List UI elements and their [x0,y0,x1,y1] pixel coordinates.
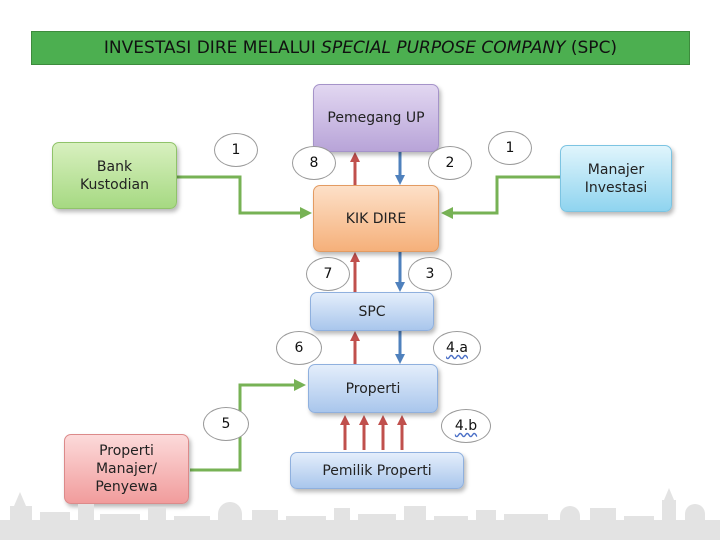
title-prefix: INVESTASI DIRE MELALUI [103,38,322,58]
step-label-1-manajer: 1 [488,131,532,165]
step-label-5: 5 [203,407,249,441]
city-skyline-decoration [0,488,720,540]
page-title: INVESTASI DIRE MELALUI SPECIAL PURPOSE C… [31,31,690,65]
arrow-bank-to-kik [177,175,312,219]
spc-label: SPC [358,303,386,320]
step-label-2: 2 [428,146,472,180]
arrow-manajer-to-kik [441,175,560,219]
properti-manajer-penyewa-box: Properti Manajer/ Penyewa [64,434,189,504]
step-label-1-bank: 1 [214,133,258,167]
step-label-8: 8 [292,146,336,180]
step-label-4b: 4.b [441,409,491,443]
bank-kustodian-label: Bank Kustodian [80,158,149,193]
step-label-4a: 4.a [433,331,481,365]
properti-label: Properti [345,380,401,397]
kik-dire-box: KIK DIRE [313,185,439,252]
properti-manajer-penyewa-label: Properti Manajer/ Penyewa [95,443,158,495]
manajer-investasi-label: Manajer Investasi [584,161,648,196]
kik-dire-label: KIK DIRE [345,210,407,227]
bank-kustodian-box: Bank Kustodian [52,142,177,209]
manajer-investasi-box: Manajer Investasi [560,145,672,212]
step-label-7: 7 [306,257,350,291]
step-label-6: 6 [276,331,322,365]
pemilik-properti-box: Pemilik Properti [290,452,464,489]
title-italic: SPECIAL PURPOSE COMPANY [321,38,566,58]
pemegang-up-box: Pemegang UP [313,84,439,152]
title-suffix: (SPC) [565,38,618,58]
spc-box: SPC [310,292,434,331]
pemilik-properti-label: Pemilik Properti [322,462,432,479]
pemegang-up-label: Pemegang UP [327,110,425,126]
step-label-3: 3 [408,257,452,291]
properti-box: Properti [308,364,438,413]
